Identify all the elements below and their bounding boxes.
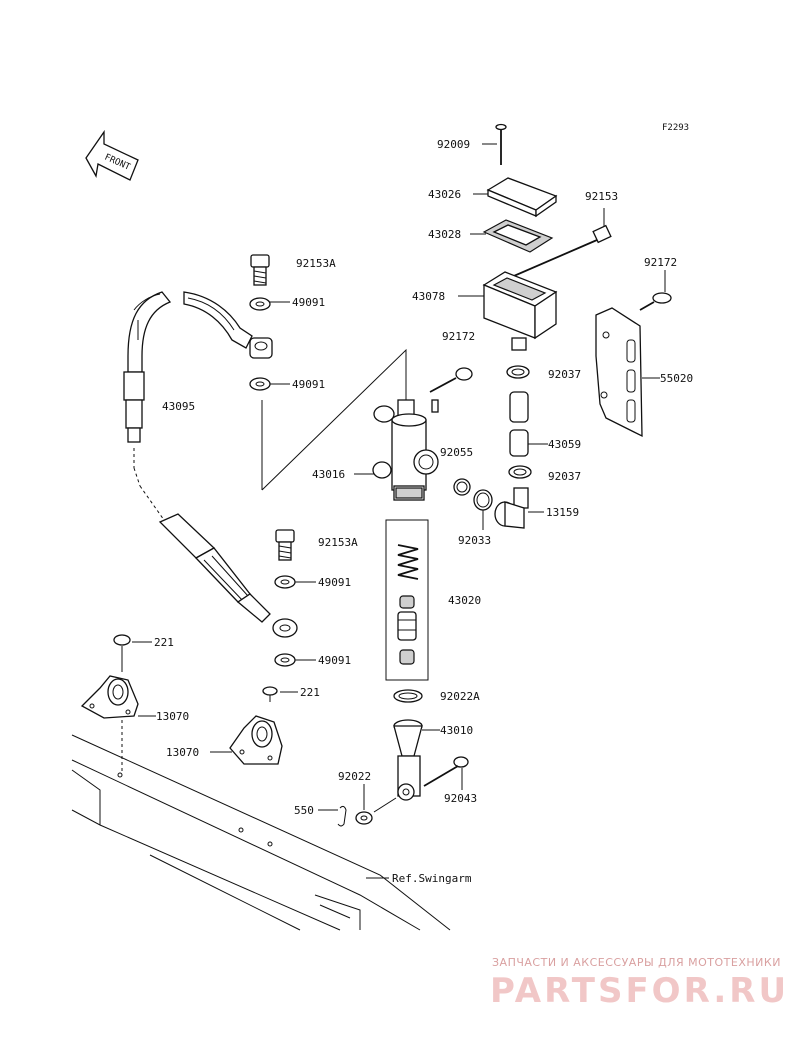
figure-code: F2293 xyxy=(662,123,689,133)
screw-221-top xyxy=(113,634,131,672)
label-92009: 92009 xyxy=(437,138,470,151)
banjo-bolt-92153A-bottom xyxy=(275,529,295,561)
label-92172-top: 92172 xyxy=(644,256,677,269)
label-92037-top: 92037 xyxy=(548,368,581,381)
ref-swingarm-label: Ref.Swingarm xyxy=(392,872,472,885)
master-cylinder-43016 xyxy=(261,348,439,501)
label-92037-bottom: 92037 xyxy=(548,470,581,483)
cotter-pin-550 xyxy=(337,805,347,827)
label-221-bottom: 221 xyxy=(300,686,320,699)
elbow-13159 xyxy=(494,487,529,529)
hose-guide-13070-bottom xyxy=(229,715,283,765)
label-49091-2: 49091 xyxy=(292,378,325,391)
hose-43059 xyxy=(509,391,529,457)
washer-49091-1 xyxy=(249,297,271,311)
pin-92043 xyxy=(423,756,469,787)
reservoir-43078 xyxy=(482,271,558,351)
washer-49091-3 xyxy=(274,575,296,589)
label-13159: 13159 xyxy=(546,506,579,519)
clamp-92037-bottom xyxy=(508,465,532,479)
clamp-92037-top xyxy=(506,365,530,379)
swingarm-drawing xyxy=(71,734,451,931)
label-49091-4: 49091 xyxy=(318,654,351,667)
label-92033: 92033 xyxy=(458,534,491,547)
front-arrow-icon: FRONT xyxy=(85,129,139,181)
label-43010: 43010 xyxy=(440,724,473,737)
label-92153: 92153 xyxy=(585,190,618,203)
label-92153A-top: 92153A xyxy=(296,257,336,270)
label-92055: 92055 xyxy=(440,446,473,459)
label-550: 550 xyxy=(294,804,314,817)
label-92022A: 92022A xyxy=(440,690,480,703)
hose-guide-13070-top xyxy=(80,675,139,719)
label-43078: 43078 xyxy=(412,290,445,303)
screw-92172-top xyxy=(639,292,672,311)
guard-plate-55020 xyxy=(595,307,643,438)
reservoir-cap-43026 xyxy=(486,177,558,218)
bolt-92153 xyxy=(499,224,612,283)
push-rod-43010 xyxy=(393,719,423,801)
banjo-bolt-92153A-top xyxy=(250,254,270,286)
label-92172-mid: 92172 xyxy=(442,330,475,343)
watermark-brand: PARTSFOR.RU xyxy=(490,971,789,1011)
label-13070-top: 13070 xyxy=(156,710,189,723)
label-49091-1: 49091 xyxy=(292,296,325,309)
label-43026: 43026 xyxy=(428,188,461,201)
label-221-top: 221 xyxy=(154,636,174,649)
label-13070-bottom: 13070 xyxy=(166,746,199,759)
circlip-92022A xyxy=(393,689,423,703)
washer-92022 xyxy=(355,811,373,825)
bolt-body xyxy=(429,367,473,393)
label-49091-3: 49091 xyxy=(318,576,351,589)
diaphragm-43028 xyxy=(482,219,554,253)
label-43020: 43020 xyxy=(448,594,481,607)
label-55020: 55020 xyxy=(660,372,693,385)
washer-49091-4 xyxy=(274,653,296,667)
label-92022: 92022 xyxy=(338,770,371,783)
label-43016: 43016 xyxy=(312,468,345,481)
piston-kit-43020 xyxy=(385,519,429,681)
screw-221-bottom xyxy=(262,686,278,702)
label-43028: 43028 xyxy=(428,228,461,241)
label-92153A-bottom: 92153A xyxy=(318,536,358,549)
washer-49091-2 xyxy=(249,377,271,391)
label-43059: 43059 xyxy=(548,438,581,451)
watermark-tagline: ЗАПЧАСТИ И АКСЕССУАРЫ ДЛЯ МОТОТЕХНИКИ xyxy=(492,956,781,969)
banjo-fitting-bottom xyxy=(272,618,298,638)
label-92043: 92043 xyxy=(444,792,477,805)
o-ring-92055 xyxy=(453,478,471,496)
circlip-92033 xyxy=(473,489,493,511)
label-43095: 43095 xyxy=(162,400,195,413)
screw-92009 xyxy=(495,123,507,165)
brake-hose-43095 xyxy=(123,291,273,623)
